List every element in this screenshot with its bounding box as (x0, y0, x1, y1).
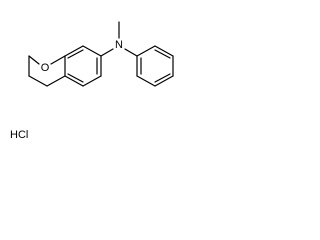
oxygen-atom-label: O (41, 62, 50, 74)
amine-group (100, 21, 138, 57)
dihydropyran-ring (28, 55, 66, 87)
benzene-ring-chroman (64, 45, 102, 87)
nitrogen-atom-label: N (115, 39, 123, 51)
phenyl-ring (136, 45, 174, 87)
chemical-structure: O N HCl (10, 21, 174, 141)
salt-label: HCl (10, 129, 28, 141)
